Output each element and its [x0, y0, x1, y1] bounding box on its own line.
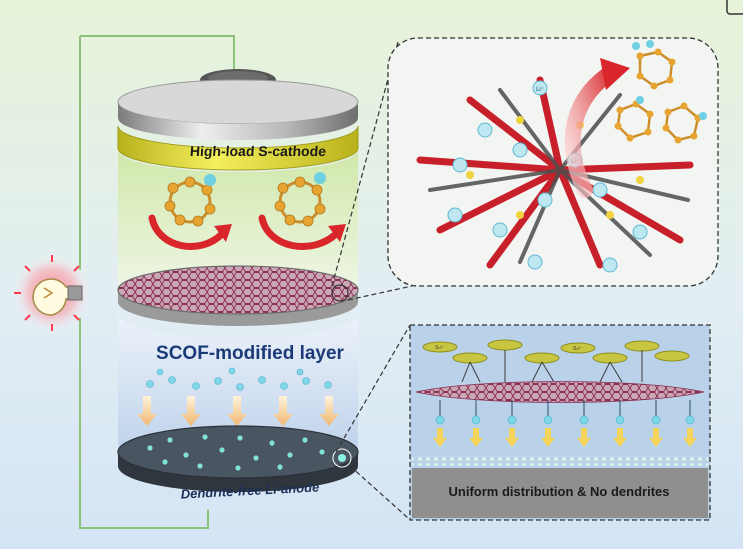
- curved-arrow-icon: [258, 214, 346, 250]
- polysulfide-ring-icon: [614, 96, 654, 142]
- polysulfide-ring-icon: [662, 102, 707, 144]
- lithium-ion-icon: [447, 80, 648, 273]
- li-anode-disc: [117, 425, 359, 492]
- polysulfide-ion-label: Sₙ²⁻: [573, 346, 583, 352]
- uniform-bar: [412, 468, 708, 518]
- scof-layer-slab: [415, 381, 705, 403]
- polysulfide-ring-icon: [632, 40, 676, 90]
- cathode-band: [117, 125, 359, 171]
- polysulfide-ring-icon: [164, 174, 216, 227]
- uniform-li-row: [412, 456, 708, 466]
- uniform-distribution-label: Uniform distribution & No dendrites: [448, 484, 670, 499]
- battery-top-lid: [117, 79, 359, 140]
- zoom-connectors: [331, 41, 413, 519]
- cathode-label: High-load S-cathode: [189, 143, 327, 159]
- corner-mark: [726, 0, 743, 15]
- anode-zoom-panel: Sₙ²⁻ Sₙ²⁻: [409, 324, 711, 521]
- scof-layer-disc: [117, 265, 359, 326]
- curved-arrow-icon: [148, 214, 232, 250]
- li-ion-label: Li⁺: [536, 86, 544, 93]
- polysulfide-ring-icon: [274, 172, 326, 227]
- light-bulb-icon: [12, 253, 92, 333]
- molecular-zoom-panel: Li⁺ Li⁺: [387, 37, 719, 287]
- polysulfide-ion-label: Sₙ²⁻: [435, 345, 445, 351]
- ion-flux-arrows: [433, 428, 697, 447]
- ion-flux-arrows: [137, 396, 339, 426]
- anode-cell-body: [118, 314, 358, 452]
- scof-layer-label: SCOF-modified layer: [156, 343, 344, 364]
- lithium-ion-field: [146, 367, 332, 391]
- curved-arrow-icon: [564, 58, 630, 198]
